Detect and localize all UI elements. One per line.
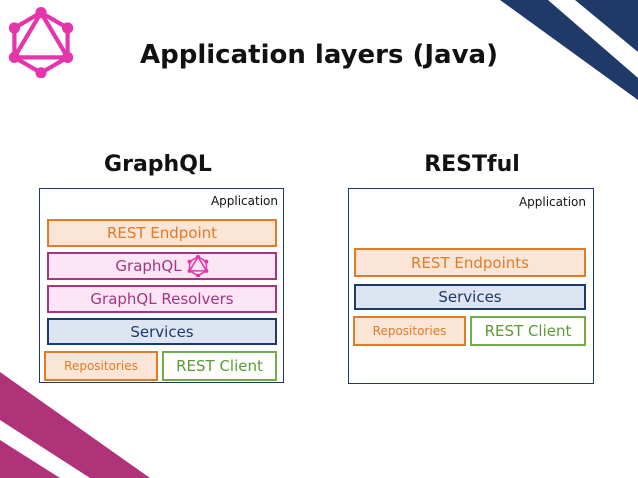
layer-label: Repositories <box>64 359 138 373</box>
layer-label: REST Endpoints <box>411 253 529 272</box>
graphql-heading: GraphQL <box>104 152 212 177</box>
corner-stripe-magenta <box>0 372 150 478</box>
layer-label: Repositories <box>372 324 447 338</box>
graphql-rest-endpoint-layer: REST Endpoint <box>47 219 277 247</box>
graphql-layer: GraphQL <box>47 252 277 280</box>
restful-rest-endpoints-layer: REST Endpoints <box>354 248 586 277</box>
layer-label: REST Client <box>176 357 263 375</box>
restful-app-label: Application <box>518 195 586 209</box>
restful-rest-client-layer: REST Client <box>470 316 586 346</box>
corner-stripe-white <box>548 0 638 78</box>
restful-repositories-layer: Repositories <box>353 316 466 346</box>
graphql-logo-icon <box>8 7 74 78</box>
graphql-resolvers-layer: GraphQL Resolvers <box>47 285 277 313</box>
layer-label: Services <box>130 322 194 341</box>
graphql-rest-client-layer: REST Client <box>162 351 277 381</box>
graphql-logo-icon <box>187 255 208 277</box>
graphql-app-label: Application <box>210 194 278 208</box>
graphql-services-layer: Services <box>47 318 277 345</box>
page-title: Application layers (Java) <box>140 40 498 70</box>
graphql-repositories-layer: Repositories <box>44 351 158 381</box>
layer-label: REST Endpoint <box>106 224 218 242</box>
layer-label: GraphQL <box>115 257 182 275</box>
layer-label: Services <box>438 288 502 306</box>
corner-stripe-white-bottom <box>0 420 90 478</box>
layer-label: REST Client <box>484 322 572 340</box>
restful-heading: RESTful <box>424 152 520 177</box>
layer-label: GraphQL Resolvers <box>90 290 234 308</box>
restful-services-layer: Services <box>354 284 586 310</box>
